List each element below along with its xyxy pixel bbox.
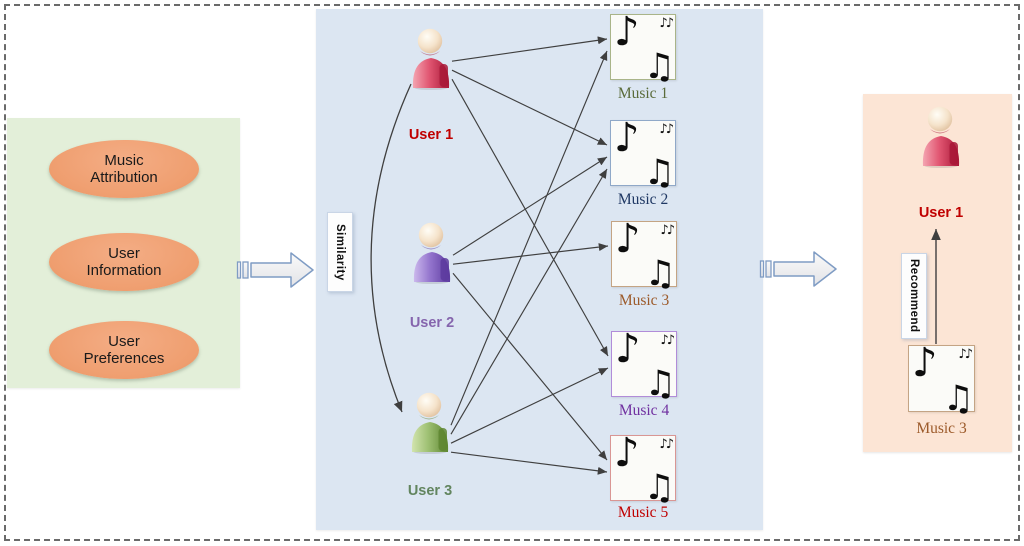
music-label: Music 1 xyxy=(617,85,669,102)
user-2-node: User 2 xyxy=(407,220,457,335)
matching-panel xyxy=(316,9,763,530)
user-1-node: User 1 xyxy=(406,26,456,147)
user-3-node: User 3 xyxy=(405,390,455,503)
recommend-label: Recommend xyxy=(901,253,927,339)
music-3-node: ♪ ♫ ♪♪ Music 3 xyxy=(611,216,677,312)
music-2-node: ♪ ♫ ♪♪ Music 2 xyxy=(610,115,676,211)
music-notes-icon: ♪ ♫ ♪♪ xyxy=(611,326,677,404)
music-label: Music 2 xyxy=(617,191,669,208)
music-label: Music 3 xyxy=(618,292,670,309)
music-4-node: ♪ ♫ ♪♪ Music 4 xyxy=(611,326,677,422)
music-notes-icon: ♪ ♫ ♪♪ xyxy=(611,216,677,294)
music-1-node: ♪ ♫ ♪♪ Music 1 xyxy=(610,9,676,105)
music-notes-icon: ♪ ♫ ♪♪ xyxy=(610,115,676,193)
similarity-label: Similarity xyxy=(327,212,353,292)
music-notes-icon: ♪ ♫ ♪♪ xyxy=(610,9,676,87)
music-label: Music 4 xyxy=(618,402,670,419)
music-notes-icon: ♪ ♫ ♪♪ xyxy=(610,430,676,508)
input-ellipse-2: User Information xyxy=(49,233,199,291)
person-icon xyxy=(922,106,960,168)
user-label: User 3 xyxy=(407,483,453,499)
out-music-3-node: ♪ ♫ ♪♪ Music 3 xyxy=(908,340,975,440)
input-ellipse-1: Music Attribution xyxy=(49,140,199,198)
music-5-node: ♪ ♫ ♪♪ Music 5 xyxy=(610,430,676,524)
music-label: Music 5 xyxy=(617,504,669,521)
user-label: User 1 xyxy=(408,127,454,143)
music-notes-icon: ♪ ♫ ♪♪ xyxy=(908,340,975,419)
out-user-1-node: User 1 xyxy=(916,104,966,225)
flow-arrow-inputs-to-matching-icon xyxy=(236,252,314,288)
flow-arrow-matching-to-output-icon xyxy=(759,251,837,287)
user-label: User 1 xyxy=(918,205,964,221)
person-icon xyxy=(413,222,451,284)
person-icon xyxy=(411,392,449,454)
music-label: Music 3 xyxy=(916,420,967,437)
input-ellipse-3: User Preferences xyxy=(49,321,199,379)
user-label: User 2 xyxy=(409,315,455,331)
person-icon xyxy=(412,28,450,90)
